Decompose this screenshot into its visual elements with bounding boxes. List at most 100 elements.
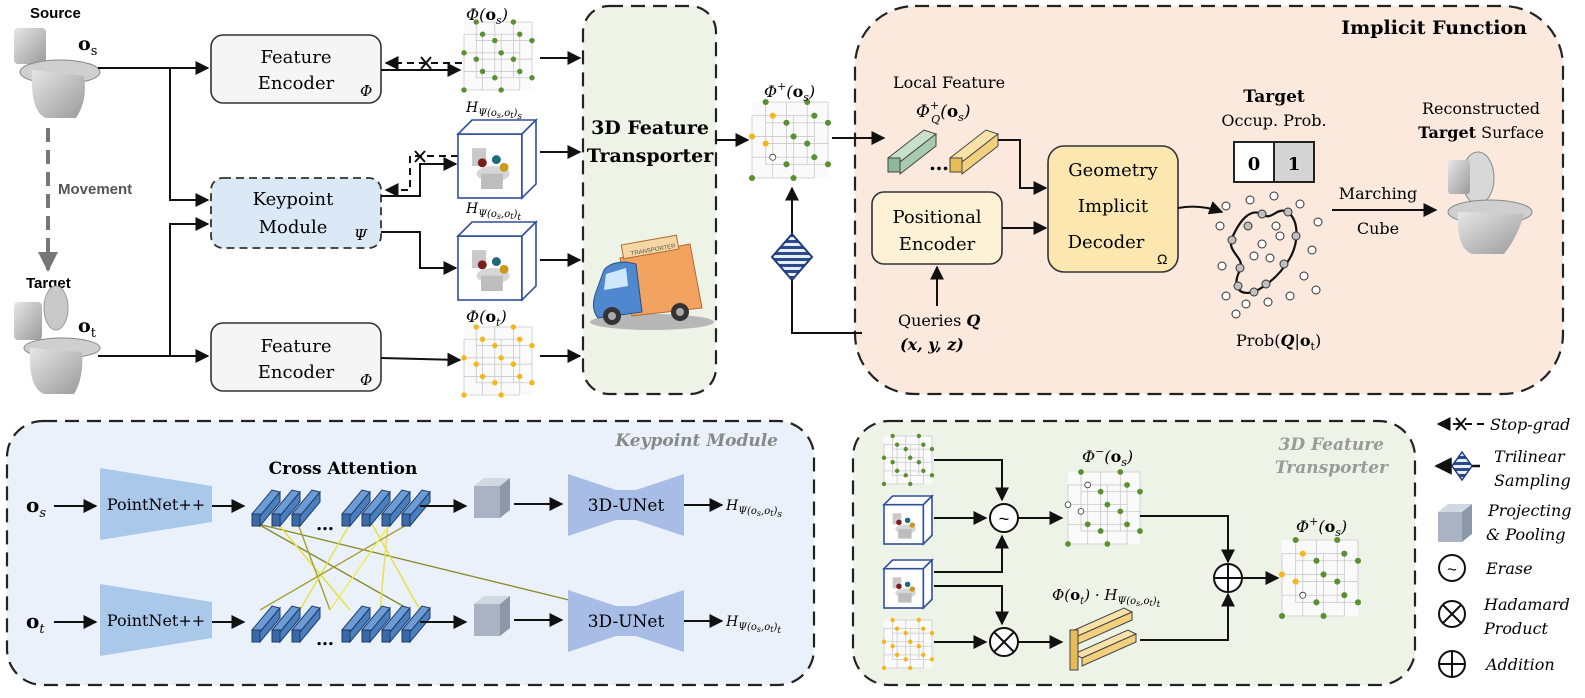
occupancy-one: 1 <box>1288 154 1301 175</box>
keypoint-panel-title: Keypoint Module <box>614 431 778 451</box>
omega-symbol: Ω <box>1157 251 1167 267</box>
local-feature-bar-green <box>886 129 938 176</box>
reconstructed-toilet-icon <box>1447 151 1533 254</box>
feature-encoder-top-label1: Feature <box>261 47 332 68</box>
tp-heatmap-source <box>882 494 934 546</box>
target-bold-label: Target <box>1243 87 1305 107</box>
target-label: Target <box>26 275 71 292</box>
heatmap-cube-source <box>456 118 538 200</box>
psi-symbol: Ψ <box>354 226 368 244</box>
geometry-decoder-box <box>1047 145 1179 273</box>
local-feature-dots: … <box>929 151 949 175</box>
positional-encoder-label1: Positional <box>892 207 981 228</box>
h-t-label: HΨ(os,ot)t <box>465 201 521 223</box>
decoder-label2: Implicit <box>1078 196 1149 217</box>
transporter-panel-top <box>581 4 718 396</box>
occupancy-one-cell <box>1273 141 1315 183</box>
legend-trilinear-2: Sampling <box>1494 471 1571 490</box>
tp-grid-phi-plus <box>1278 536 1362 620</box>
heatmap-cube-target <box>456 220 538 302</box>
legend: Stop-grad Trilinear Sampling Projecting … <box>1434 415 1572 678</box>
transporter-title-1: 3D Feature <box>591 117 709 139</box>
tp-title-2: Transporter <box>1275 458 1389 478</box>
tp-title-1: 3D Feature <box>1279 435 1385 455</box>
implicit-title: Implicit Function <box>1341 17 1527 39</box>
movement-label: Movement <box>58 181 132 198</box>
os-label: os <box>78 33 97 59</box>
legend-erase-circle <box>1438 554 1466 582</box>
tokens-dots-top: … <box>316 514 334 535</box>
keypoint-module-label1: Keypoint <box>253 189 334 210</box>
pointnet-funnel-bottom <box>100 584 212 656</box>
transporter-detail-panel <box>851 419 1417 687</box>
unet-label-top: 3D-UNet <box>588 496 665 516</box>
tp-heatmap-target <box>882 558 934 610</box>
cube-label: Cube <box>1357 219 1399 238</box>
legend-addition: Addition <box>1484 655 1555 674</box>
legend-hadamard-1: Hadamard <box>1483 595 1570 614</box>
keypoint-module-box <box>210 177 382 249</box>
decoder-label3: Decoder <box>1068 232 1145 253</box>
stop-grad-cross-1 <box>420 56 432 70</box>
legend-hadamard-2: Product <box>1483 619 1549 638</box>
transporter-title-2: Transporter <box>587 145 714 167</box>
legend-stopgrad: Stop-grad <box>1490 415 1570 434</box>
surface-point-cloud <box>1215 191 1323 319</box>
local-feature-label: Local Feature <box>893 73 1005 92</box>
pointnet-funnel-top <box>100 468 212 540</box>
truck-icon: TRANSPORTER <box>590 234 714 330</box>
erase-operator-symbol: ~ <box>999 509 1010 529</box>
legend-projecting-1: Projecting <box>1487 501 1572 520</box>
product-feature-bars <box>1068 607 1138 671</box>
projecting-cube-bottom <box>474 596 510 636</box>
decoder-label1: Geometry <box>1068 160 1158 181</box>
feature-grid-phi-plus <box>748 98 832 182</box>
feature-grid-phi-os <box>461 19 535 93</box>
pointnet-label-bottom: PointNet++ <box>107 611 205 630</box>
legend-stopgrad-cross <box>1455 417 1467 431</box>
h-s-label: HΨ(os,ot)s <box>465 100 522 122</box>
unet-shape-bottom <box>568 590 684 652</box>
legend-erase-symbol: ~ <box>1447 560 1457 579</box>
queries-label: Queries Q <box>898 311 980 330</box>
tp-phi-plus-label: Φ+(os) <box>1296 515 1347 539</box>
occupancy-zero-cell <box>1233 141 1275 183</box>
product-label: Φ(ot) · HΨ(os,ot)t <box>1052 586 1161 610</box>
target-surface-label: Target Surface <box>1418 123 1544 142</box>
occup-prob-label: Occup. Prob. <box>1221 111 1326 130</box>
stop-grad-cross-2 <box>414 150 426 163</box>
phi-symbol-bottom: Φ <box>360 371 372 389</box>
ot-label: ot <box>78 315 97 341</box>
tokens-dots-bottom: … <box>316 629 334 650</box>
source-toilet-icon <box>14 28 101 118</box>
pointnet-label-top: PointNet++ <box>107 495 205 514</box>
feature-encoder-bottom-label1: Feature <box>261 336 332 357</box>
phi-ot-label: Φ(ot) <box>466 307 507 329</box>
positional-encoder-label2: Encoder <box>899 234 976 255</box>
projecting-cube-top <box>474 478 510 518</box>
local-feature-bar-yellow <box>948 129 1000 176</box>
token-bars-top <box>251 489 431 528</box>
unet-shape-top <box>568 474 684 536</box>
unet-label-bottom: 3D-UNet <box>588 612 665 632</box>
legend-trilinear-diamond <box>1451 450 1473 482</box>
occupancy-zero: 0 <box>1248 154 1261 175</box>
tp-grid-phi-os <box>881 433 935 487</box>
legend-erase: Erase <box>1485 559 1533 578</box>
legend-addition-symbol <box>1438 650 1466 678</box>
reconstructed-label: Reconstructed <box>1422 99 1540 118</box>
addition-operator <box>1213 563 1243 593</box>
feature-encoder-top-label2: Encoder <box>258 73 335 94</box>
hadamard-operator <box>989 627 1019 657</box>
source-label: Source <box>30 5 81 22</box>
phi-plus-label: Φ+(os) <box>764 80 815 104</box>
feature-encoder-bottom <box>210 322 382 392</box>
feature-grid-phi-ot <box>461 324 535 398</box>
legend-projecting-cube <box>1438 504 1472 542</box>
keypoint-module-label2: Module <box>259 217 328 238</box>
cross-attention-lines <box>257 523 611 611</box>
marching-label: Marching <box>1339 184 1418 203</box>
phi-symbol-top: Φ <box>360 82 372 100</box>
phi-os-label: Φ(os) <box>466 5 508 27</box>
